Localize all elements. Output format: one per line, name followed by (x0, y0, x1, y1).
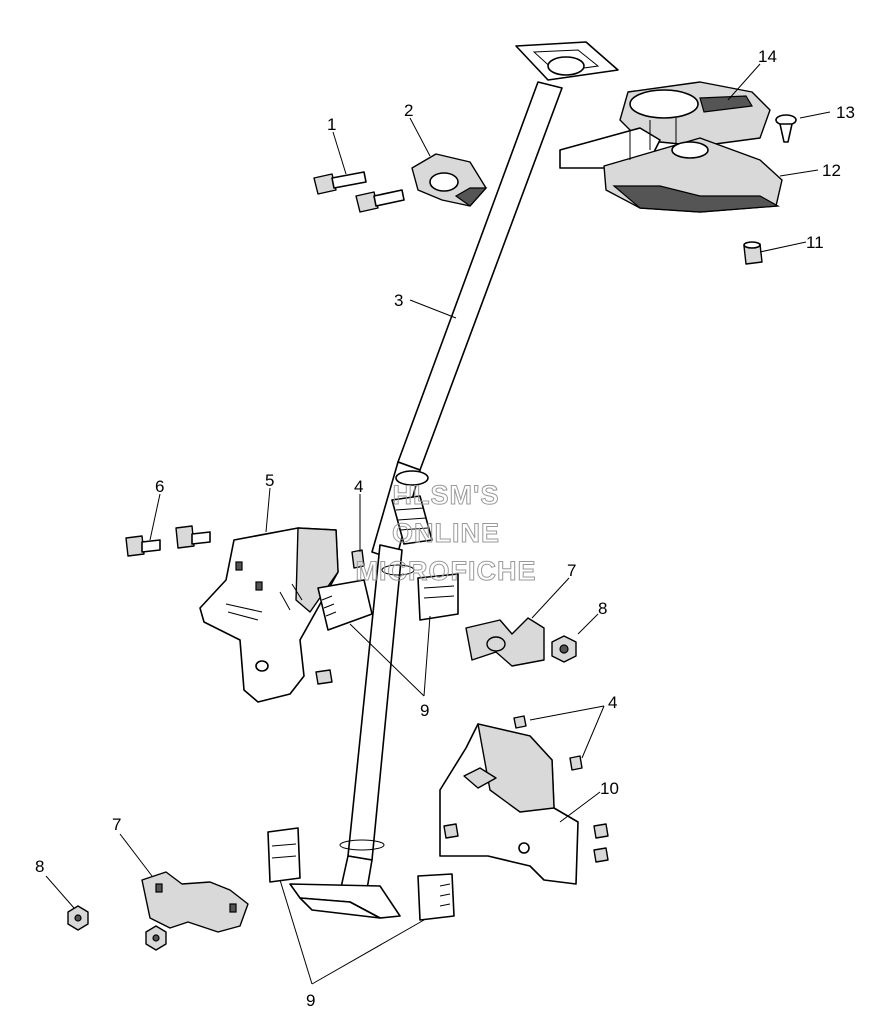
callout-9-lower: 9 (306, 991, 315, 1010)
clamp-block-part-2 (411, 153, 488, 207)
callout-1: 1 (327, 115, 336, 134)
callout-11: 11 (806, 233, 824, 252)
clamp-part-7-lower (141, 871, 249, 933)
clamp-part-7-upper (465, 617, 545, 667)
leader-lines (45, 63, 831, 985)
watermark-line-3: MICROFICHE (356, 556, 537, 586)
callout-9-upper: 9 (420, 701, 429, 720)
callout-2: 2 (404, 101, 413, 120)
callout-8-lower: 8 (35, 857, 44, 876)
callout-labels: 1 2 3 4 5 6 7 8 9 4 10 7 8 9 11 12 13 14 (35, 47, 855, 1010)
nut-insert-part-11 (743, 241, 763, 265)
callout-12: 12 (822, 161, 841, 180)
watermark-line-1: HLSM'S (393, 480, 500, 510)
bushing-part-9-lower-left (267, 827, 301, 883)
bolt-part-4-upper (351, 549, 365, 569)
right-bracket-part-10 (439, 723, 579, 885)
bushing-part-9-upper-left (317, 579, 373, 631)
bolt-part-1 (313, 171, 405, 213)
callout-4-lower: 4 (608, 693, 617, 712)
screw-part-13 (775, 114, 797, 143)
steering-column-shaft (289, 41, 619, 919)
upper-bracket-assembly (559, 81, 783, 213)
callout-7-upper: 7 (567, 561, 576, 580)
callout-7-lower: 7 (112, 815, 121, 834)
callout-10: 10 (600, 779, 619, 798)
nut-part-8-lower-right (145, 925, 167, 951)
bolt-part-6 (125, 525, 211, 557)
bolt-part-4-lower (513, 715, 609, 863)
callout-5: 5 (265, 471, 274, 490)
callout-3: 3 (394, 291, 403, 310)
watermark-line-2: ONLINE (392, 518, 500, 548)
callout-4-upper: 4 (354, 477, 363, 496)
watermark: HLSM'S ONLINE MICROFICHE (355, 480, 537, 587)
callout-6: 6 (155, 477, 164, 496)
left-bracket-part-5 (199, 527, 339, 703)
callout-13: 13 (836, 103, 855, 122)
bushing-part-9-lower-right (417, 873, 455, 921)
nut-part-8-upper (551, 635, 577, 663)
callout-14: 14 (758, 47, 777, 66)
nut-part-8-lower-left (67, 905, 89, 931)
callout-8-upper: 8 (598, 599, 607, 618)
bushing-part-9-upper-right (417, 573, 459, 621)
